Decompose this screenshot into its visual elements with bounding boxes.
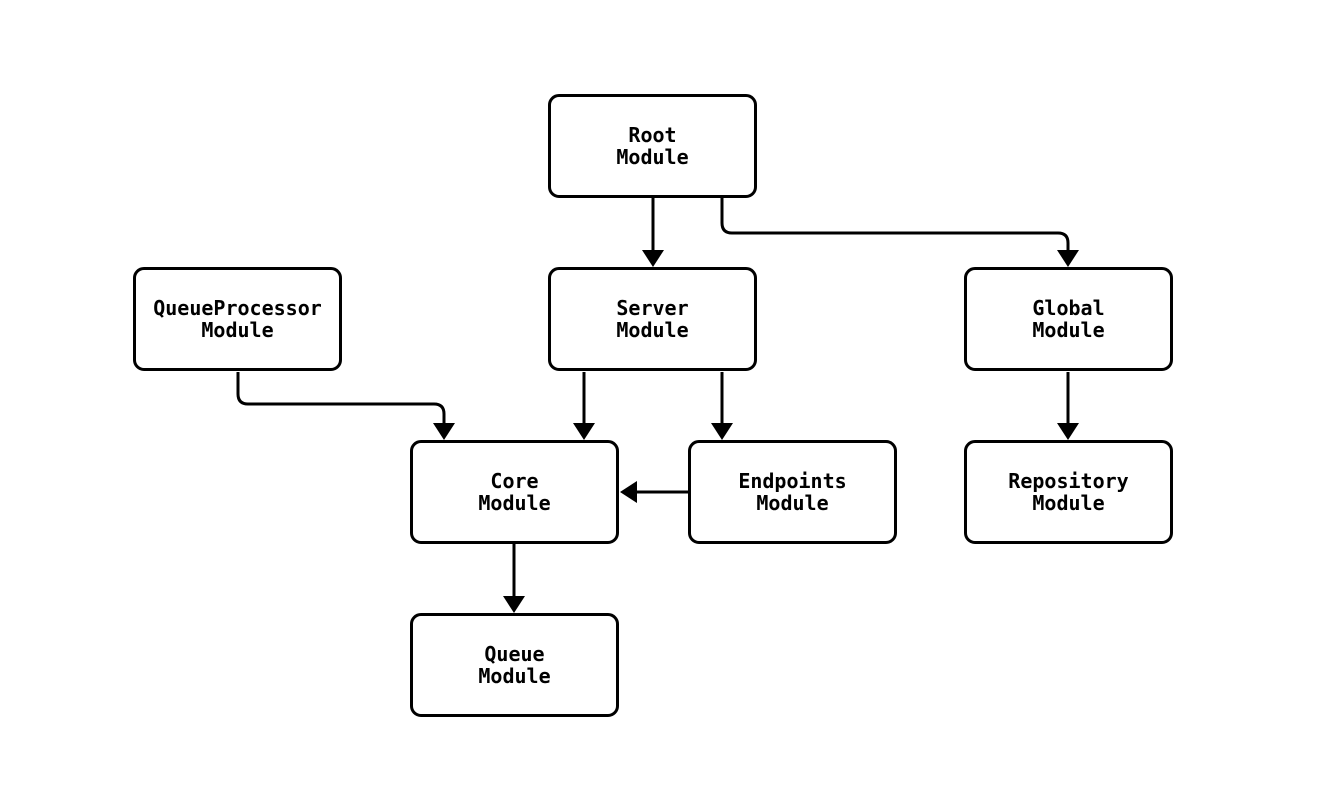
node-server-module: Server Module <box>548 267 757 371</box>
node-server-module-label: Server Module <box>616 296 689 342</box>
arrowhead-global-to-repository <box>1057 423 1079 440</box>
arrowhead-root-to-global <box>1057 250 1079 267</box>
node-core-module-label: Core Module <box>478 469 551 515</box>
node-repository-module-label: Repository Module <box>1008 469 1129 515</box>
node-root-module: Root Module <box>548 94 757 198</box>
node-root-module-label: Root Module <box>616 123 689 169</box>
node-global-module-label: Global Module <box>1032 296 1105 342</box>
arrowhead-endpoints-to-core <box>620 481 637 503</box>
edge-queueprocessor-to-core <box>236 372 446 424</box>
node-global-module: Global Module <box>964 267 1173 371</box>
node-endpoints-module: Endpoints Module <box>688 440 897 544</box>
node-core-module: Core Module <box>410 440 619 544</box>
node-queueprocessor-module-label: QueueProcessor Module <box>153 296 322 342</box>
arrowhead-core-to-queue <box>503 596 525 613</box>
node-endpoints-module-label: Endpoints Module <box>738 469 847 515</box>
node-queueprocessor-module: QueueProcessor Module <box>133 267 342 371</box>
node-repository-module: Repository Module <box>964 440 1173 544</box>
arrowhead-server-to-core <box>573 423 595 440</box>
arrowhead-queueprocessor-to-core <box>433 423 455 440</box>
node-queue-module-label: Queue Module <box>478 642 551 688</box>
edge-root-to-global <box>720 197 1070 251</box>
node-queue-module: Queue Module <box>410 613 619 717</box>
arrowhead-root-to-server <box>642 250 664 267</box>
arrowhead-server-to-endpoints <box>711 423 733 440</box>
